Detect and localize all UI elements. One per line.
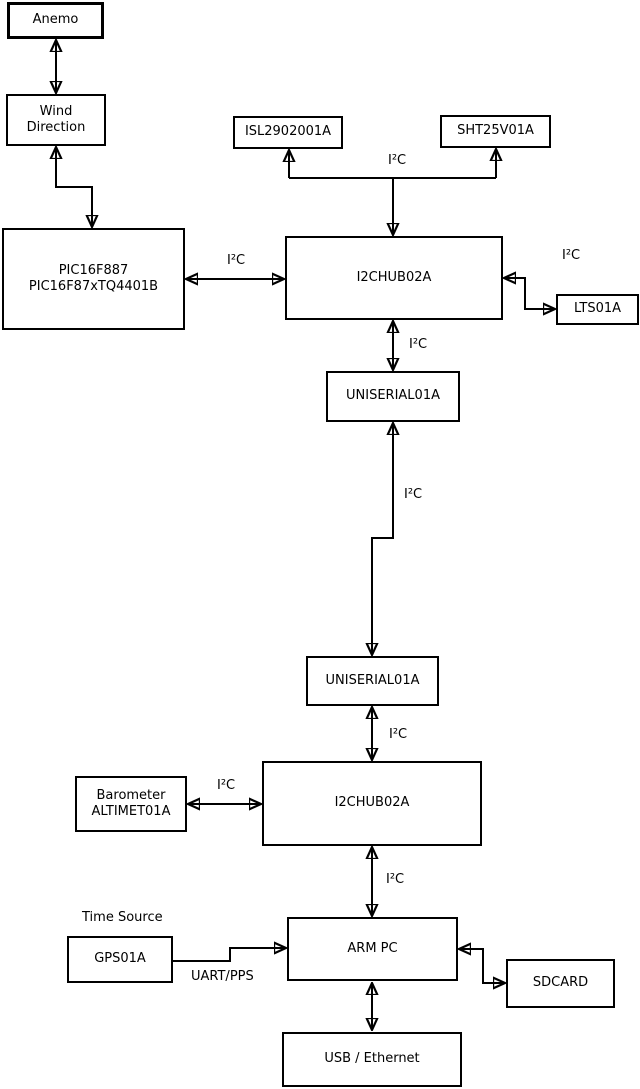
time-source-label: Time Source [82,910,163,925]
uart-pps-label: UART/PPS [191,969,254,984]
connector-gps-arm [173,948,286,962]
box-usb-ethernet: USB / Ethernet [282,1032,462,1087]
box-wind-direction: Wind Direction [6,94,106,146]
box-arm-pc: ARM PC [287,917,458,981]
connector-hub1-lts [504,278,555,309]
box-i2chub02a-lower: I2CHUB02A [262,761,482,846]
box-i2chub02a-upper: I2CHUB02A [285,236,503,320]
box-anemo: Anemo [7,2,104,39]
box-gps01a: GPS01A [67,936,173,983]
i2c-label-sensor-bus: I²C [388,153,407,168]
box-uniserial01a-upper: UNISERIAL01A [326,371,460,422]
i2c-label-uniserial2-hub2: I²C [389,727,408,742]
connector-arm-sdcard [459,949,505,983]
i2c-label-uniserial-link: I²C [404,487,423,502]
box-uniserial01a-lower: UNISERIAL01A [306,656,439,706]
box-sht25v01a: SHT25V01A [440,115,551,148]
connector-uniserial1-uniserial2 [372,423,393,655]
connector-wind-pic [56,147,92,227]
box-barometer-altimet01a: Barometer ALTIMET01A [75,776,187,832]
i2c-label-barometer-hub2: I²C [217,778,236,793]
box-sdcard: SDCARD [506,959,615,1008]
box-pic-microcontroller: PIC16F887 PIC16F87xTQ4401B [2,228,185,330]
i2c-label-hub2-arm: I²C [386,872,405,887]
box-lts01a: LTS01A [556,294,639,325]
box-isl2902001a: ISL2902001A [233,116,343,149]
i2c-label-hub1-uniserial1: I²C [409,337,428,352]
i2c-label-hub1-lts: I²C [562,248,581,263]
i2c-label-pic-hub1: I²C [227,253,246,268]
